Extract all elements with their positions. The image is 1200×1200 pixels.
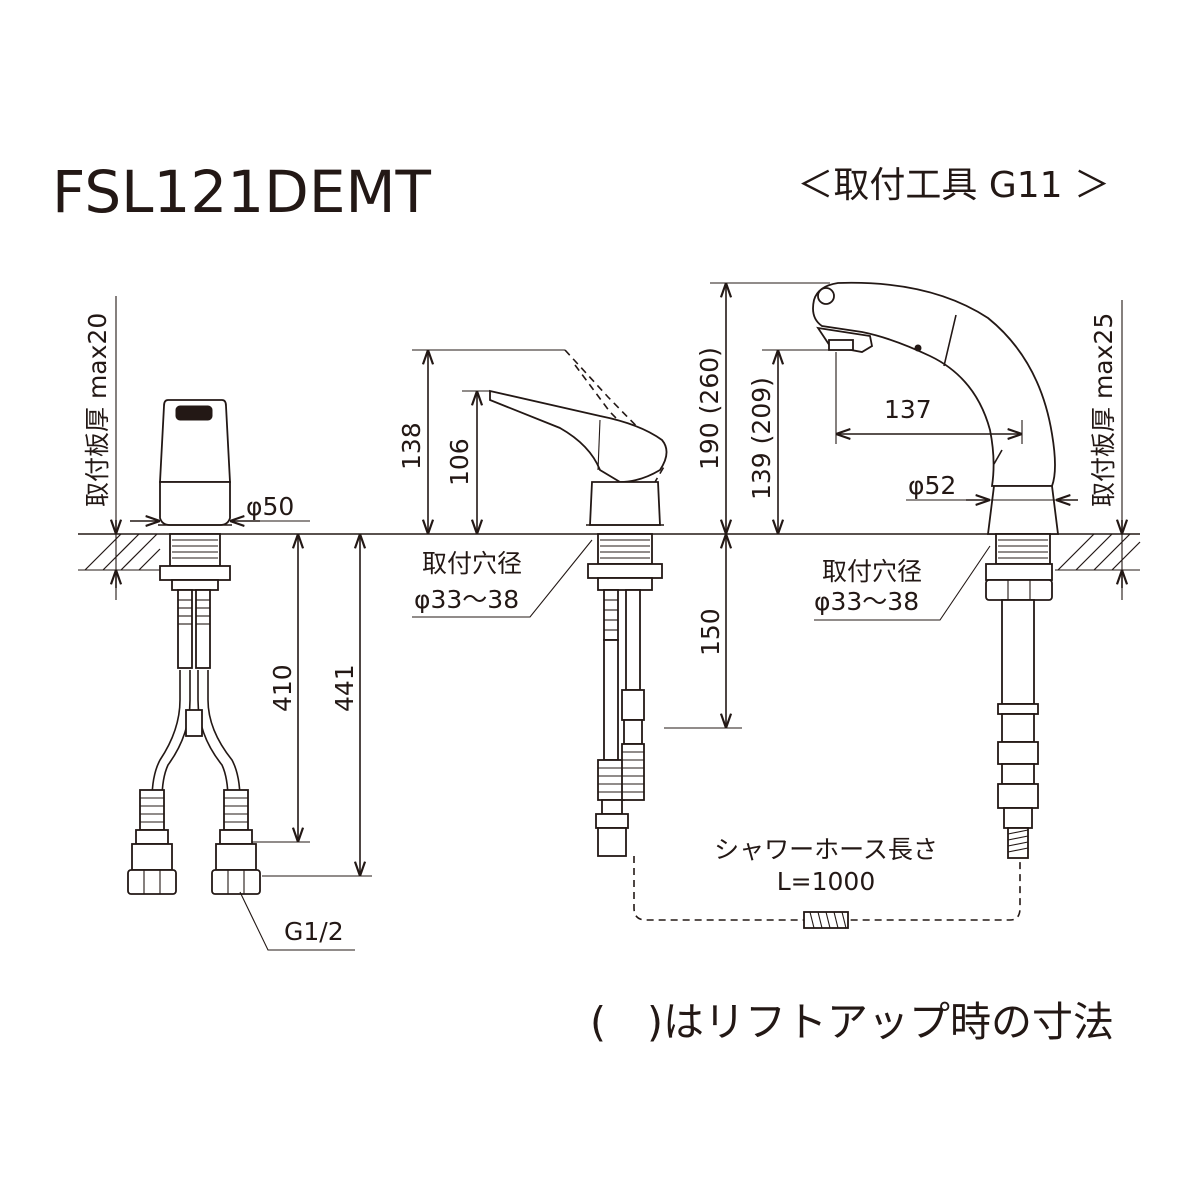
center-height-138: 138 — [397, 422, 426, 470]
center-hoses — [595, 589, 645, 857]
right-spout — [812, 281, 1056, 487]
right-hole-label: 取付穴径 — [822, 557, 922, 586]
thread-size-label: G1/2 — [284, 917, 344, 946]
center-hole-size: φ33～38 — [414, 585, 519, 614]
right-reach-137: 137 — [884, 395, 932, 424]
left-fittings — [127, 829, 261, 895]
right-thickness-label: 取付板厚 max25 — [1089, 313, 1118, 507]
center-length-150: 150 — [696, 608, 725, 656]
right-hole-size: φ33～38 — [814, 587, 919, 616]
model-title: FSL121DEMT — [52, 158, 432, 226]
right-diameter-label: φ52 — [908, 471, 956, 500]
right-view: 190 (260) 139 (209) — [633, 281, 1122, 929]
left-thickness-label: 取付板厚 max20 — [83, 313, 112, 507]
right-shower-hose — [997, 599, 1039, 859]
left-diameter-label: φ50 — [246, 492, 294, 521]
left-view: 取付板厚 max20 — [83, 296, 372, 951]
left-length-410: 410 — [268, 664, 297, 712]
center-view: 138 106 — [397, 349, 742, 857]
counter-hatch-left — [84, 533, 161, 571]
center-faucet-body — [586, 481, 664, 591]
right-faucet-body — [985, 485, 1060, 601]
tool-label: ＜取付工具 G11 ＞ — [797, 165, 1110, 206]
left-hoses — [139, 589, 249, 831]
center-lever-handle — [489, 389, 668, 483]
hose-length-value: L=1000 — [777, 867, 876, 896]
hose-length-label: シャワーホース長さ — [714, 835, 938, 864]
left-shank — [159, 533, 231, 591]
counter-hatch-right — [1057, 533, 1141, 571]
right-height-total: 190 (260) — [695, 347, 724, 470]
left-faucet-body — [158, 399, 232, 526]
liftup-footnote: ( )はリフトアップ時の寸法 — [590, 998, 1114, 1046]
center-hole-label: 取付穴径 — [422, 549, 522, 578]
left-length-441: 441 — [330, 664, 359, 712]
right-height-outlet: 139 (209) — [747, 377, 776, 500]
center-height-106: 106 — [445, 438, 474, 486]
